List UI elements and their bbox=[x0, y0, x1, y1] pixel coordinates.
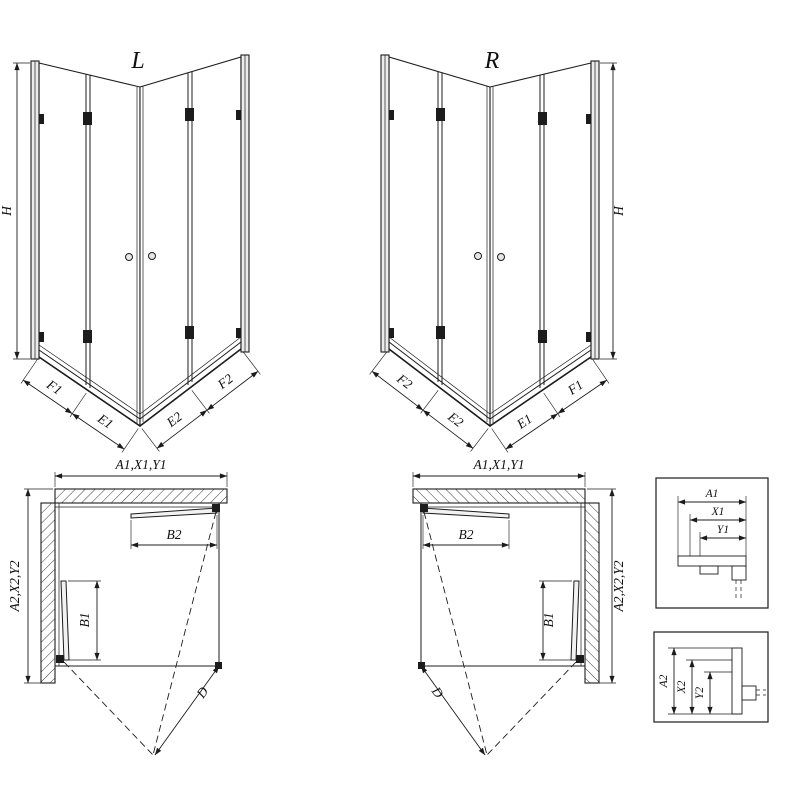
detail-bottom-a2-label: A2 bbox=[658, 674, 670, 688]
plan-left-geometry bbox=[24, 472, 227, 755]
plan-right-geometry bbox=[413, 472, 616, 755]
plan-view-right: A1,X1,Y1 A2,X2,Y2 B2 B1 D bbox=[413, 457, 626, 755]
plan-left-b1-label: B1 bbox=[77, 613, 92, 628]
dim-label-height-left: H bbox=[0, 205, 14, 217]
detail-top-y1-label: Y1 bbox=[717, 524, 729, 536]
view-left-label: L bbox=[130, 48, 144, 74]
dim-label-f2-right: F2 bbox=[393, 370, 415, 392]
plan-view-left: A1,X1,Y1 A2,X2,Y2 B2 B1 D bbox=[7, 457, 227, 755]
plan-left-b2-label: B2 bbox=[167, 527, 182, 542]
dim-label-e1-left: E1 bbox=[94, 410, 116, 431]
detail-top-x1-label: X1 bbox=[711, 506, 725, 518]
dim-label-e1-right: E1 bbox=[513, 411, 535, 432]
plan-left-depth-label: A2,X2,Y2 bbox=[7, 560, 22, 612]
detail-bottom-y2-label: Y2 bbox=[694, 687, 706, 699]
detail-inset-top: A1 X1 Y1 bbox=[655, 477, 769, 609]
detail-bottom-x2-label: X2 bbox=[676, 680, 688, 694]
plan-right-depth-label: A2,X2,Y2 bbox=[611, 560, 626, 612]
dim-label-e2-right: E2 bbox=[444, 408, 466, 430]
dim-label-e2-left: E2 bbox=[163, 409, 185, 431]
view-3d-left: L H F1 E1 E2 F2 bbox=[0, 48, 260, 452]
wall-profile-section bbox=[731, 647, 743, 715]
detail-top-a1-label: A1 bbox=[705, 488, 719, 500]
plan-right-b2-label: B2 bbox=[459, 527, 474, 542]
dim-label-f1-left: F1 bbox=[43, 376, 65, 397]
view-right-label: R bbox=[484, 48, 500, 74]
view-3d-right: R H F2 E2 E1 F1 bbox=[370, 48, 626, 452]
plan-right-b1-label: B1 bbox=[541, 613, 556, 628]
dim-label-height-right: H bbox=[611, 205, 626, 217]
wall-profile-section bbox=[677, 555, 747, 567]
dim-label-f2-left: F2 bbox=[214, 371, 236, 393]
detail-inset-bottom: A2 X2 Y2 bbox=[653, 631, 769, 723]
plan-right-width-label: A1,X1,Y1 bbox=[472, 457, 524, 472]
detail-bottom-frame bbox=[653, 631, 769, 723]
dim-label-f1-right: F1 bbox=[564, 377, 586, 398]
plan-left-width-label: A1,X1,Y1 bbox=[114, 457, 166, 472]
